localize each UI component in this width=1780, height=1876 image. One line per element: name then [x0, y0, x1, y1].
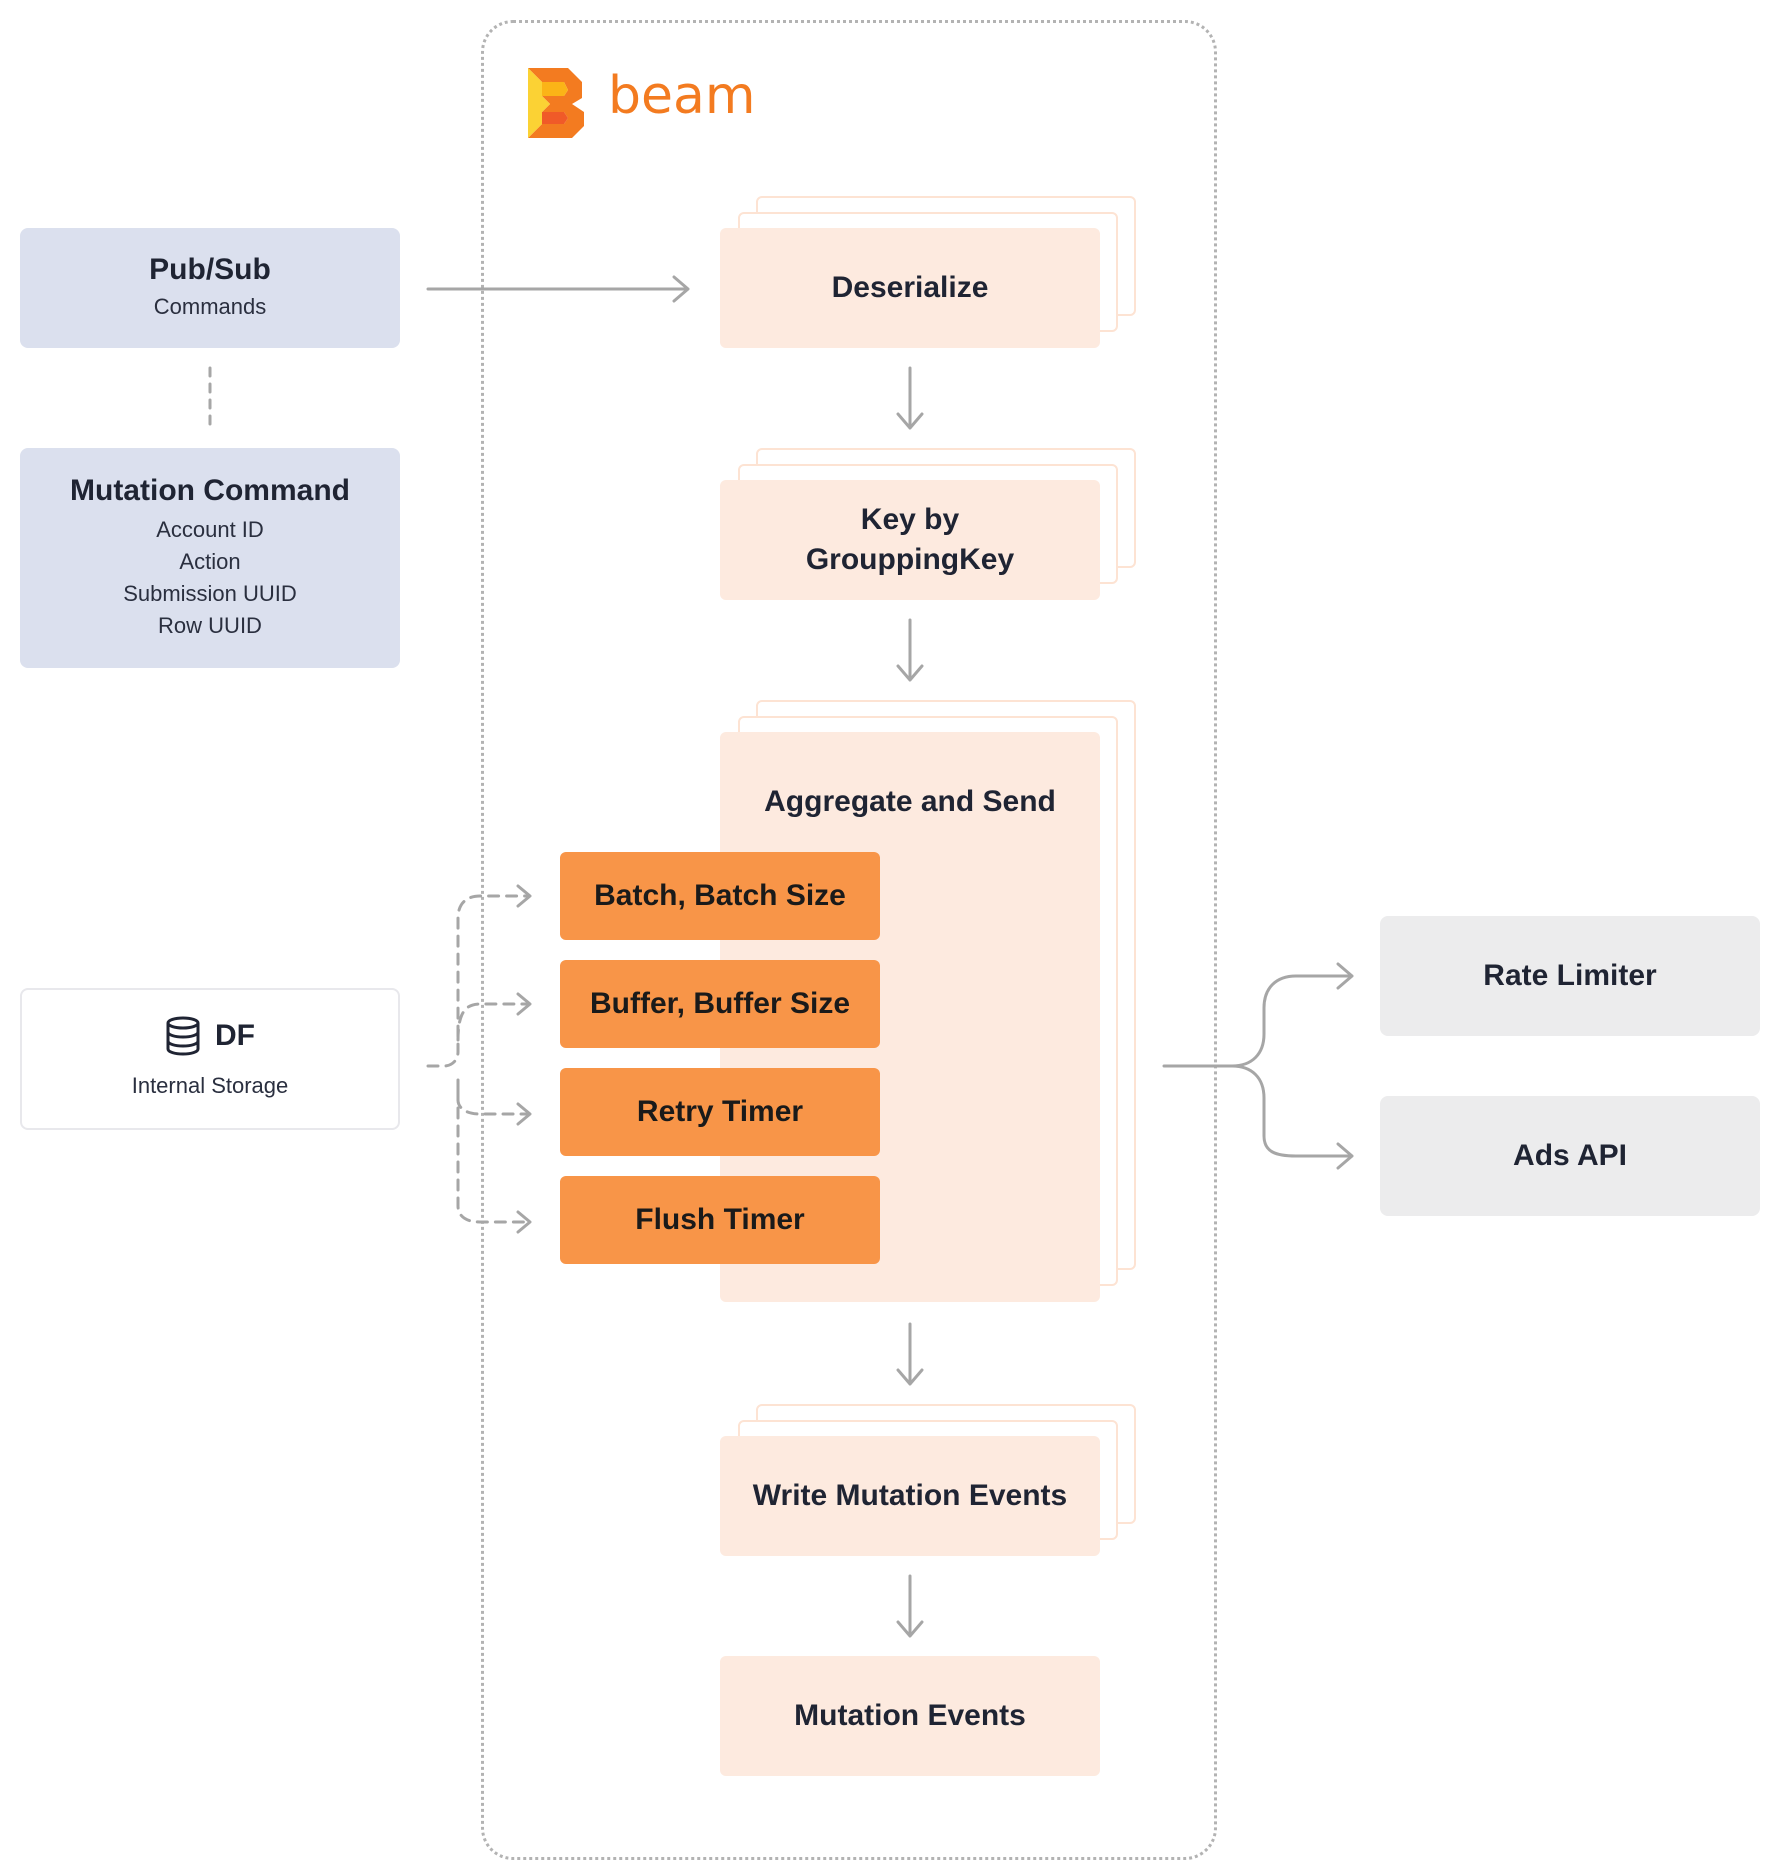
- df-to-retry-branch: [456, 1078, 530, 1116]
- ads-api-box[interactable]: Ads API: [1380, 1096, 1760, 1216]
- aggregate-to-write-arrow: [896, 1322, 924, 1386]
- pubsub-subtitle: Commands: [153, 294, 267, 319]
- field-action: Action: [179, 549, 241, 574]
- deserialize-to-keyby-arrow: [896, 366, 924, 430]
- mutation-command-box[interactable]: Mutation Command Account ID Action Submi…: [20, 448, 400, 668]
- aggregate-to-ads-api-arrow: [1230, 1064, 1354, 1170]
- key-by-label-line1: Key by: [860, 503, 960, 536]
- df-to-flush-branch: [456, 1088, 530, 1224]
- batch-size-label: Batch, Batch Size: [594, 879, 846, 912]
- df-to-buffer-branch: [456, 1002, 530, 1042]
- write-mutation-events-step[interactable]: Write Mutation Events: [720, 1436, 1100, 1556]
- mutation-events-step[interactable]: Mutation Events: [720, 1656, 1100, 1776]
- deserialize-step[interactable]: Deserialize: [720, 228, 1100, 348]
- df-to-buffer-arrowhead: [516, 992, 532, 1016]
- beam-logo-text: beam: [608, 66, 756, 126]
- aggregate-to-sinks-arrow: [1162, 962, 1354, 1068]
- beam-pipeline-frame: [481, 20, 1217, 1860]
- field-row-uuid: Row UUID: [158, 613, 262, 638]
- pubsub-to-deserialize-arrow: [426, 275, 690, 303]
- df-title: DF: [215, 1019, 255, 1052]
- write-mutation-events-label: Write Mutation Events: [752, 1479, 1068, 1512]
- field-account-id: Account ID: [156, 517, 264, 542]
- buffer-size-param[interactable]: Buffer, Buffer Size: [560, 960, 880, 1048]
- pubsub-title: Pub/Sub: [149, 253, 271, 286]
- mutation-events-label: Mutation Events: [794, 1699, 1026, 1732]
- flush-timer-param[interactable]: Flush Timer: [560, 1176, 880, 1264]
- buffer-size-label: Buffer, Buffer Size: [589, 987, 851, 1020]
- df-to-retry-arrowhead: [516, 1102, 532, 1126]
- df-subtitle: Internal Storage: [131, 1073, 289, 1098]
- keyby-to-aggregate-arrow: [896, 618, 924, 682]
- ads-api-label: Ads API: [1513, 1139, 1627, 1172]
- beam-logo-icon: [528, 68, 584, 138]
- retry-timer-param[interactable]: Retry Timer: [560, 1068, 880, 1156]
- df-to-flush-arrowhead: [516, 1210, 532, 1234]
- df-to-params-bracket: [426, 894, 530, 1068]
- field-submission-uuid: Submission UUID: [123, 581, 297, 606]
- key-by-label-line2: GrouppingKey: [805, 543, 1015, 576]
- database-icon: [166, 1016, 200, 1056]
- df-to-batch-arrowhead: [516, 884, 532, 908]
- rate-limiter-label: Rate Limiter: [1483, 959, 1657, 992]
- deserialize-label: Deserialize: [831, 271, 989, 304]
- batch-size-param[interactable]: Batch, Batch Size: [560, 852, 880, 940]
- key-by-step[interactable]: Key by GrouppingKey: [720, 480, 1100, 600]
- df-storage-box[interactable]: DF Internal Storage: [20, 988, 400, 1130]
- write-to-mutation-events-arrow: [896, 1574, 924, 1638]
- retry-timer-label: Retry Timer: [636, 1095, 804, 1128]
- pubsub-box[interactable]: Pub/Sub Commands: [20, 228, 400, 348]
- aggregate-label: Aggregate and Send: [764, 785, 1056, 818]
- rate-limiter-box[interactable]: Rate Limiter: [1380, 916, 1760, 1036]
- mutation-command-title: Mutation Command: [70, 474, 350, 507]
- flush-timer-label: Flush Timer: [635, 1203, 805, 1236]
